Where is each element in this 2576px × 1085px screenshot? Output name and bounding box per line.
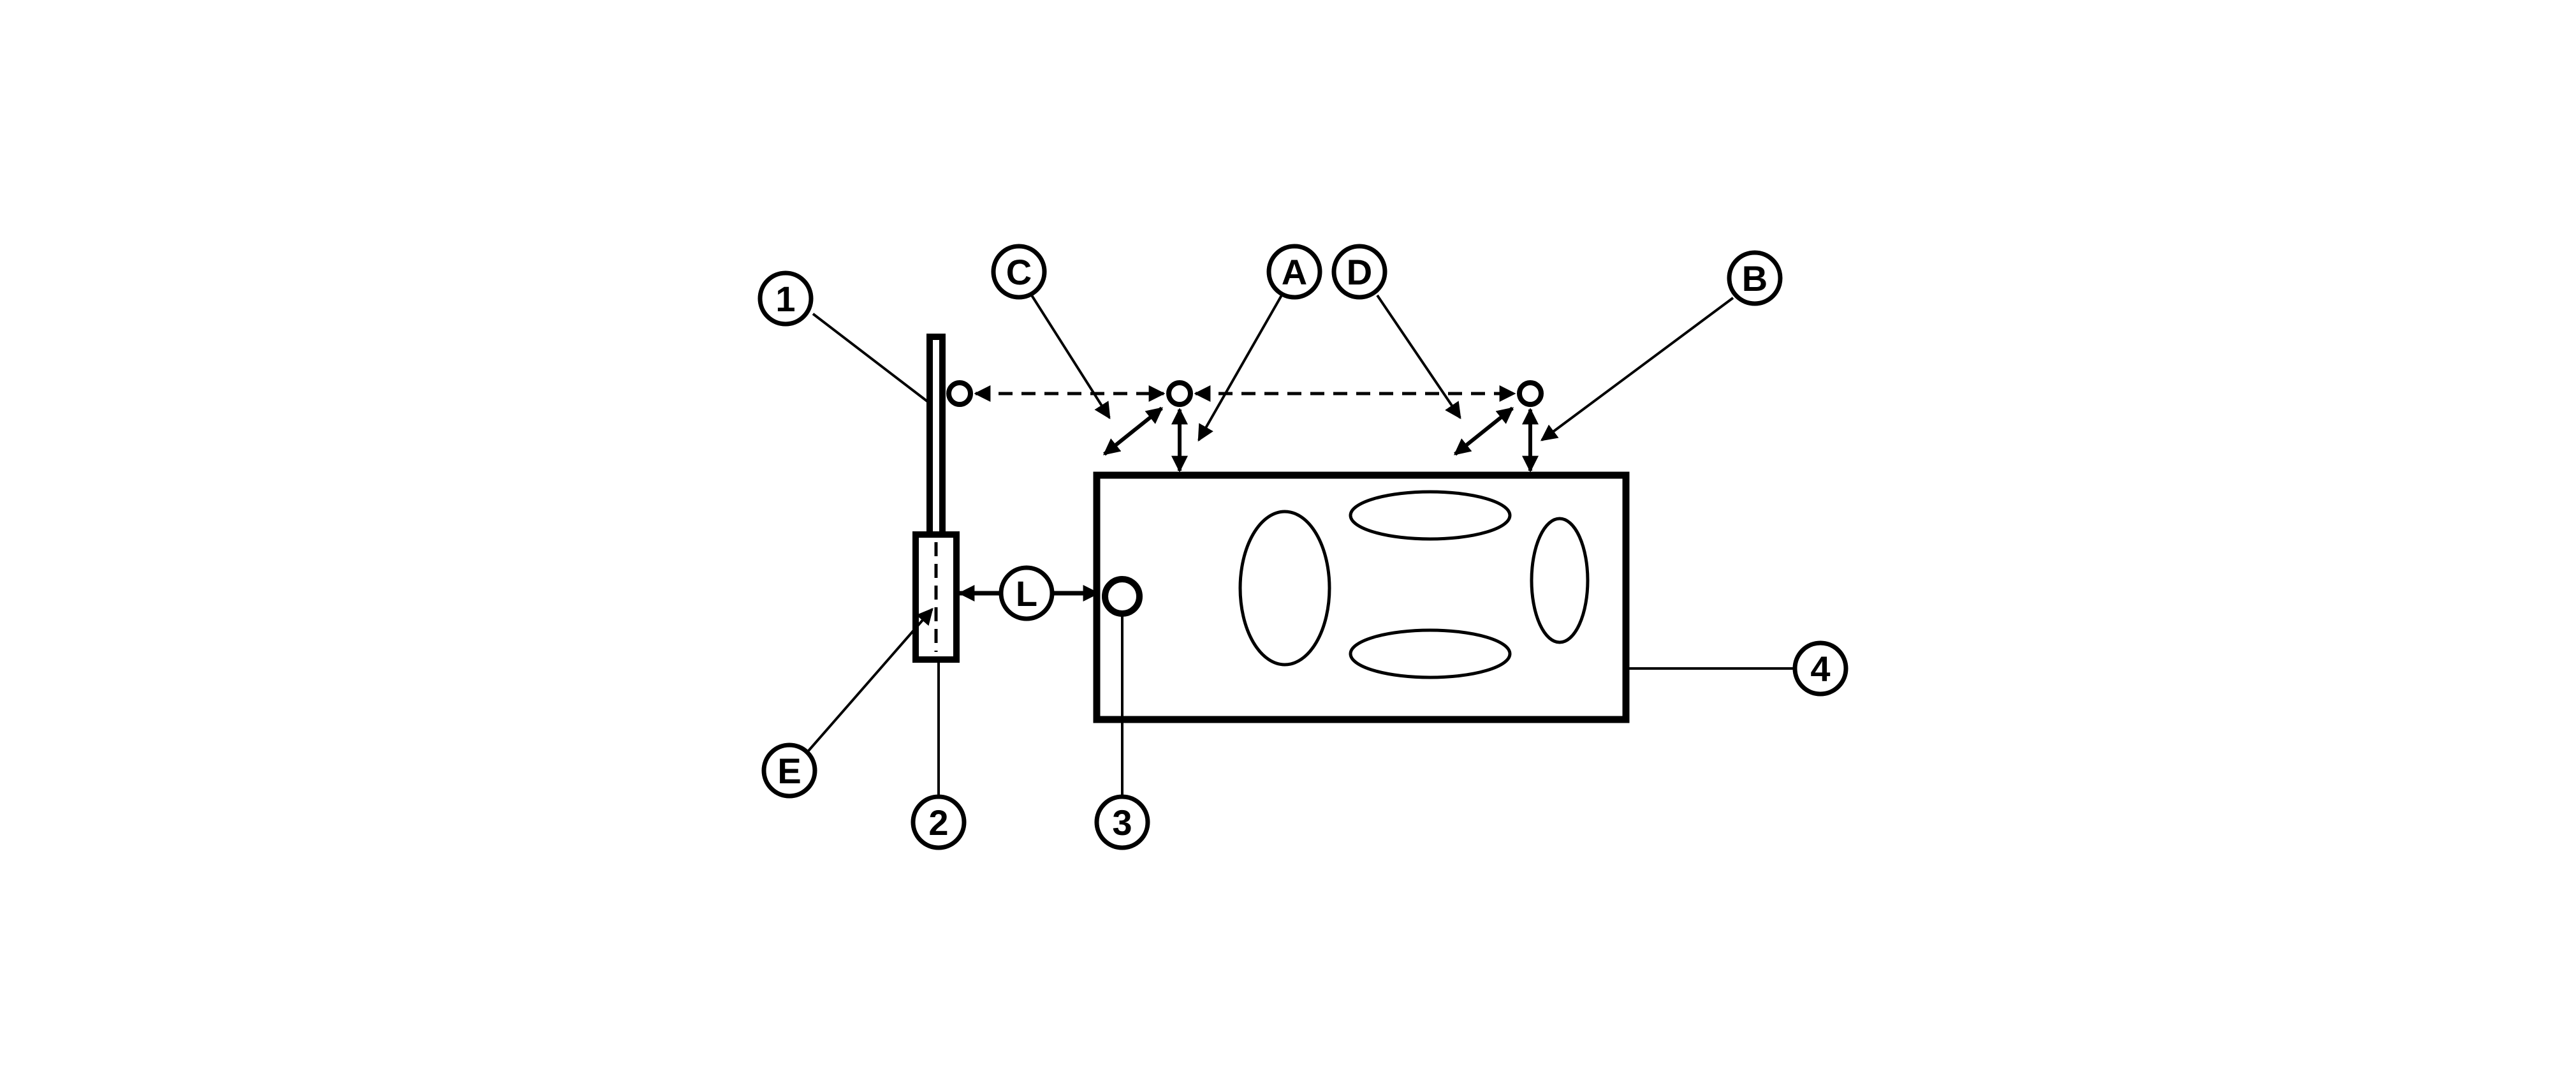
callout-D-label: D xyxy=(1347,252,1372,292)
callout-L-label: L xyxy=(1016,573,1037,614)
callout-B-label: B xyxy=(1742,258,1767,299)
callout-A: A xyxy=(1266,244,1322,300)
callout-2: 2 xyxy=(911,794,967,850)
vehicle-front-window xyxy=(1238,510,1331,667)
callout-C-label: C xyxy=(1006,252,1032,292)
vehicle-reference-point xyxy=(1102,576,1143,617)
diagonal-arrow-rear xyxy=(1453,406,1514,456)
callout-C: C xyxy=(991,244,1047,300)
reference-circle-front xyxy=(1166,380,1193,407)
pole-reference-circle xyxy=(946,380,973,407)
callout-4: 4 xyxy=(1792,640,1848,697)
callout-4-label: 4 xyxy=(1810,649,1830,689)
pole-upper xyxy=(926,334,946,538)
leader-E xyxy=(807,608,933,752)
leader-C xyxy=(1030,294,1111,420)
callout-2-label: 2 xyxy=(928,802,948,843)
callout-3-label: 3 xyxy=(1112,802,1132,843)
callout-1-label: 1 xyxy=(775,279,795,319)
callout-L: L xyxy=(999,565,1055,621)
reference-circle-rear xyxy=(1517,380,1544,407)
callout-A-label: A xyxy=(1282,252,1307,292)
leader-A xyxy=(1197,295,1283,442)
callout-B: B xyxy=(1727,250,1783,306)
callout-E-label: E xyxy=(777,751,801,791)
callout-1: 1 xyxy=(757,270,814,327)
diagonal-arrow-front xyxy=(1102,406,1164,456)
callout-3: 3 xyxy=(1094,794,1150,850)
vehicle-roof-right-panel xyxy=(1349,628,1512,679)
vehicle-rear-window xyxy=(1530,517,1590,644)
callout-D: D xyxy=(1331,244,1387,300)
callout-E: E xyxy=(761,742,817,799)
vehicle-roof-left-panel xyxy=(1349,490,1512,541)
leader-B xyxy=(1540,297,1734,441)
vehicle-body xyxy=(1093,471,1630,723)
leader-1 xyxy=(812,313,931,404)
leader-D xyxy=(1376,294,1461,420)
